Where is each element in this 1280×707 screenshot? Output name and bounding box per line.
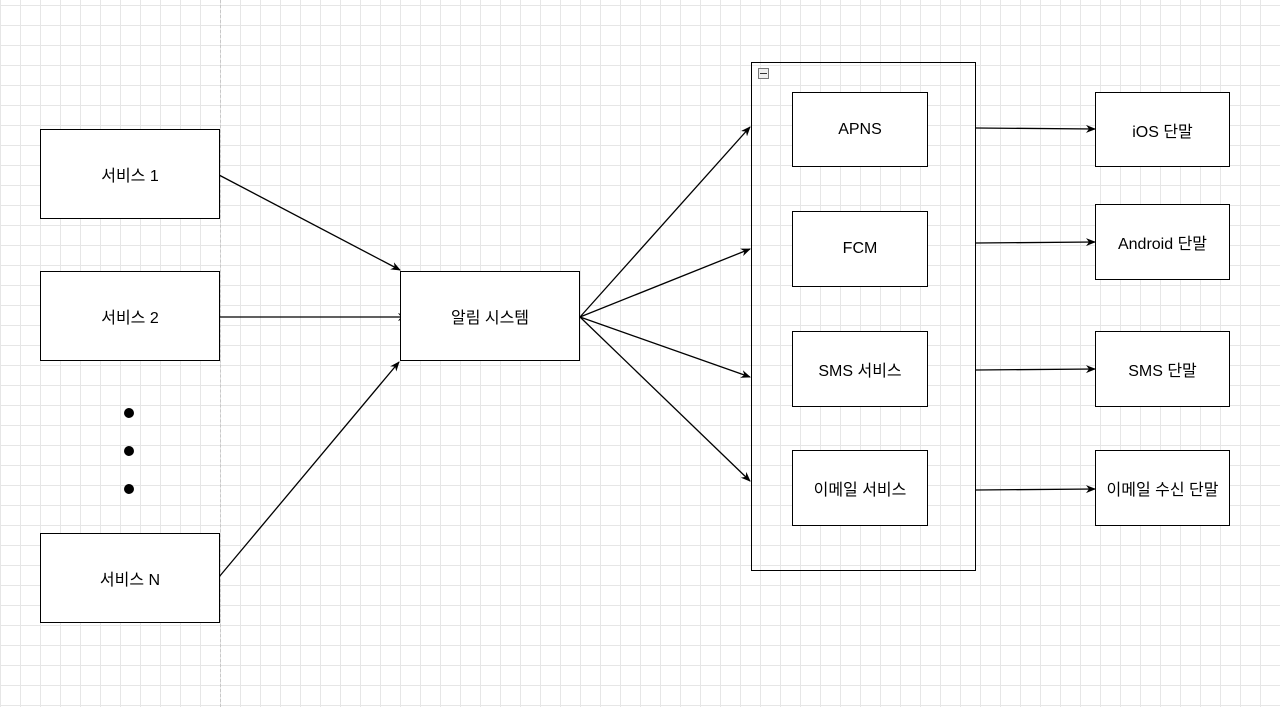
- ellipsis-dot: [124, 446, 134, 456]
- service-n-node[interactable]: 서비스 N: [40, 533, 220, 623]
- email-service-node[interactable]: 이메일 서비스: [792, 450, 928, 526]
- service-2-label: 서비스 2: [101, 310, 159, 327]
- sms-service-node[interactable]: SMS 서비스: [792, 331, 928, 407]
- ellipsis-dot: [124, 484, 134, 494]
- service-1-node[interactable]: 서비스 1: [40, 129, 220, 219]
- android-device-label: Android 단말: [1117, 236, 1208, 253]
- page-break-line: [220, 0, 221, 707]
- collapse-icon[interactable]: [758, 68, 769, 79]
- fcm-node[interactable]: FCM: [792, 211, 928, 287]
- ios-device-node[interactable]: iOS 단말: [1095, 92, 1230, 167]
- apns-node[interactable]: APNS: [792, 92, 928, 167]
- edge-email-to-email-device[interactable]: [975, 485, 1096, 494]
- edge-system-to-email[interactable]: [579, 316, 751, 482]
- service-2-node[interactable]: 서비스 2: [40, 271, 220, 361]
- edge-fcm-to-android[interactable]: [975, 238, 1096, 247]
- service-1-label: 서비스 1: [101, 168, 159, 185]
- ios-device-label: iOS 단말: [1132, 123, 1193, 141]
- sms-device-node[interactable]: SMS 단말: [1095, 331, 1230, 407]
- edge-system-to-apns[interactable]: [579, 126, 751, 318]
- ellipsis-dot: [124, 408, 134, 418]
- edge-system-to-fcm[interactable]: [579, 248, 751, 318]
- email-device-node[interactable]: 이메일 수신 단말: [1095, 450, 1230, 526]
- edge-sms-to-sms-device[interactable]: [975, 365, 1096, 374]
- android-device-node[interactable]: Android 단말: [1095, 204, 1230, 280]
- notification-system-label: 알림 시스템: [450, 310, 530, 327]
- providers-container[interactable]: [751, 62, 976, 571]
- notification-system-node[interactable]: 알림 시스템: [400, 271, 580, 361]
- email-service-label: 이메일 서비스: [813, 482, 907, 499]
- edge-service-n-to-system[interactable]: [218, 361, 400, 578]
- edge-system-to-sms[interactable]: [579, 316, 751, 378]
- sms-service-label: SMS 서비스: [818, 363, 902, 380]
- apns-label: APNS: [838, 120, 882, 138]
- fcm-label: FCM: [842, 240, 878, 257]
- service-n-label: 서비스 N: [99, 572, 161, 589]
- email-device-label: 이메일 수신 단말: [1106, 482, 1219, 499]
- edge-apns-to-ios[interactable]: [975, 124, 1096, 133]
- edge-service-1-to-system[interactable]: [218, 174, 401, 271]
- sms-device-label: SMS 단말: [1128, 363, 1197, 380]
